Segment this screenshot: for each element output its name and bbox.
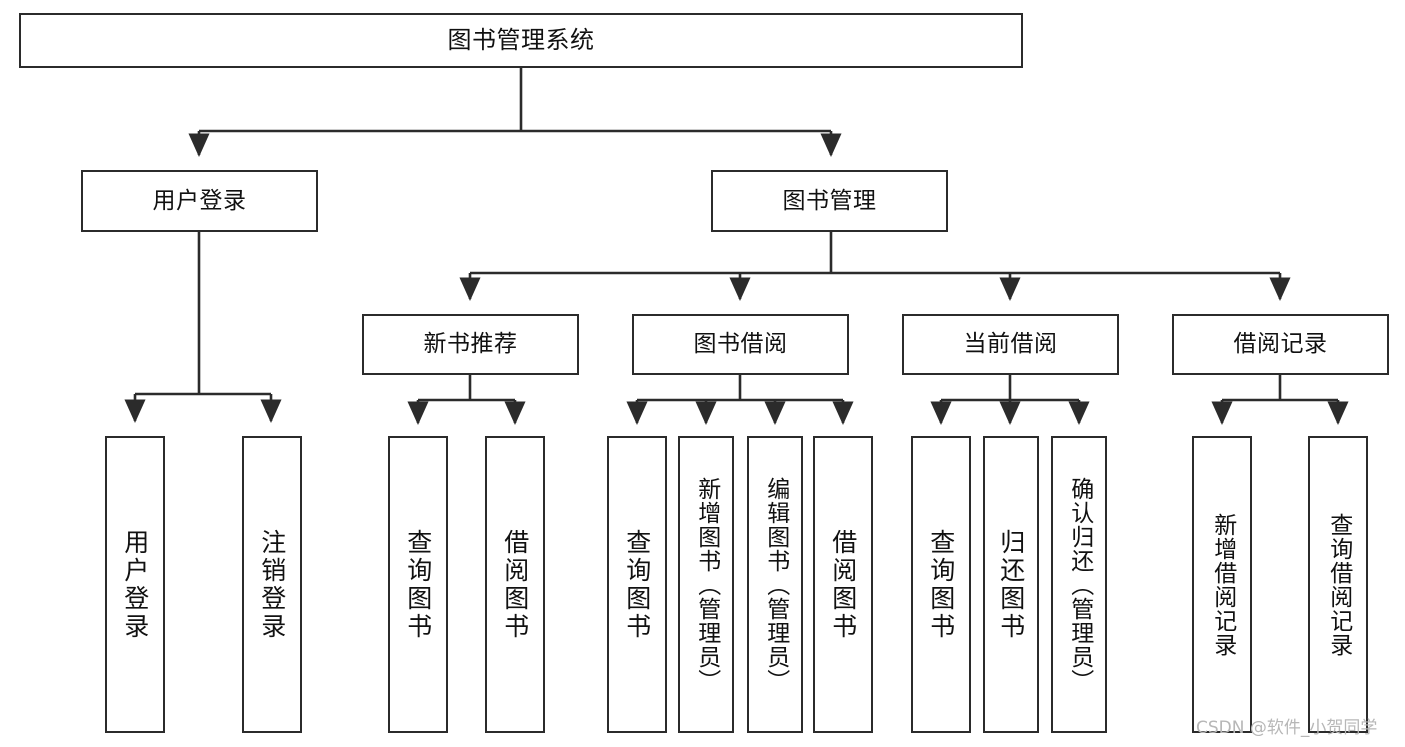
- node-label: 借阅图书: [500, 528, 530, 641]
- leaf-add-borrow-record[interactable]: 新增借阅记录: [1192, 436, 1252, 733]
- node-label: 确认归还（管理员）: [1066, 476, 1093, 693]
- node-user-login[interactable]: 用户登录: [81, 170, 318, 232]
- leaf-borrow-books-new[interactable]: 借阅图书: [485, 436, 545, 733]
- leaf-add-book-admin[interactable]: 新增图书（管理员）: [678, 436, 734, 733]
- node-label: 查询借阅记录: [1325, 512, 1352, 657]
- node-label: 查询图书: [622, 528, 652, 641]
- leaf-borrow-books[interactable]: 借阅图书: [813, 436, 873, 733]
- leaf-return-books[interactable]: 归还图书: [983, 436, 1039, 733]
- node-current-borrowing[interactable]: 当前借阅: [902, 314, 1119, 375]
- leaf-query-books-new[interactable]: 查询图书: [388, 436, 448, 733]
- leaf-user-logout[interactable]: 注销登录: [242, 436, 302, 733]
- node-label: 图书管理系统: [447, 25, 595, 54]
- node-label: 查询图书: [403, 528, 433, 641]
- node-label: 新书推荐: [423, 331, 518, 358]
- node-borrow-records[interactable]: 借阅记录: [1172, 314, 1389, 375]
- node-label: 借阅记录: [1233, 331, 1328, 358]
- leaf-query-books-borrow[interactable]: 查询图书: [607, 436, 667, 733]
- node-root-library-system[interactable]: 图书管理系统: [19, 13, 1023, 68]
- leaf-edit-book-admin[interactable]: 编辑图书（管理员）: [747, 436, 803, 733]
- node-label: 注销登录: [257, 528, 287, 641]
- leaf-user-login[interactable]: 用户登录: [105, 436, 165, 733]
- node-label: 归还图书: [996, 528, 1026, 641]
- node-label: 图书借阅: [693, 331, 788, 358]
- node-label: 新增借阅记录: [1209, 512, 1236, 657]
- leaf-query-borrow-record[interactable]: 查询借阅记录: [1308, 436, 1368, 733]
- leaf-confirm-return-admin[interactable]: 确认归还（管理员）: [1051, 436, 1107, 733]
- node-label: 当前借阅: [963, 331, 1058, 358]
- node-label: 图书管理: [782, 187, 877, 214]
- csdn-watermark: CSDN @软件_小贺同学: [1196, 718, 1378, 738]
- node-book-borrowing[interactable]: 图书借阅: [632, 314, 849, 375]
- node-label: 用户登录: [152, 187, 247, 214]
- node-label: 编辑图书（管理员）: [762, 476, 789, 693]
- node-label: 查询图书: [926, 528, 956, 641]
- leaf-query-books-current[interactable]: 查询图书: [911, 436, 971, 733]
- node-book-management[interactable]: 图书管理: [711, 170, 948, 232]
- node-new-book-recommendation[interactable]: 新书推荐: [362, 314, 579, 375]
- node-label: 新增图书（管理员）: [693, 476, 720, 693]
- node-label: 借阅图书: [828, 528, 858, 641]
- node-label: 用户登录: [120, 528, 150, 641]
